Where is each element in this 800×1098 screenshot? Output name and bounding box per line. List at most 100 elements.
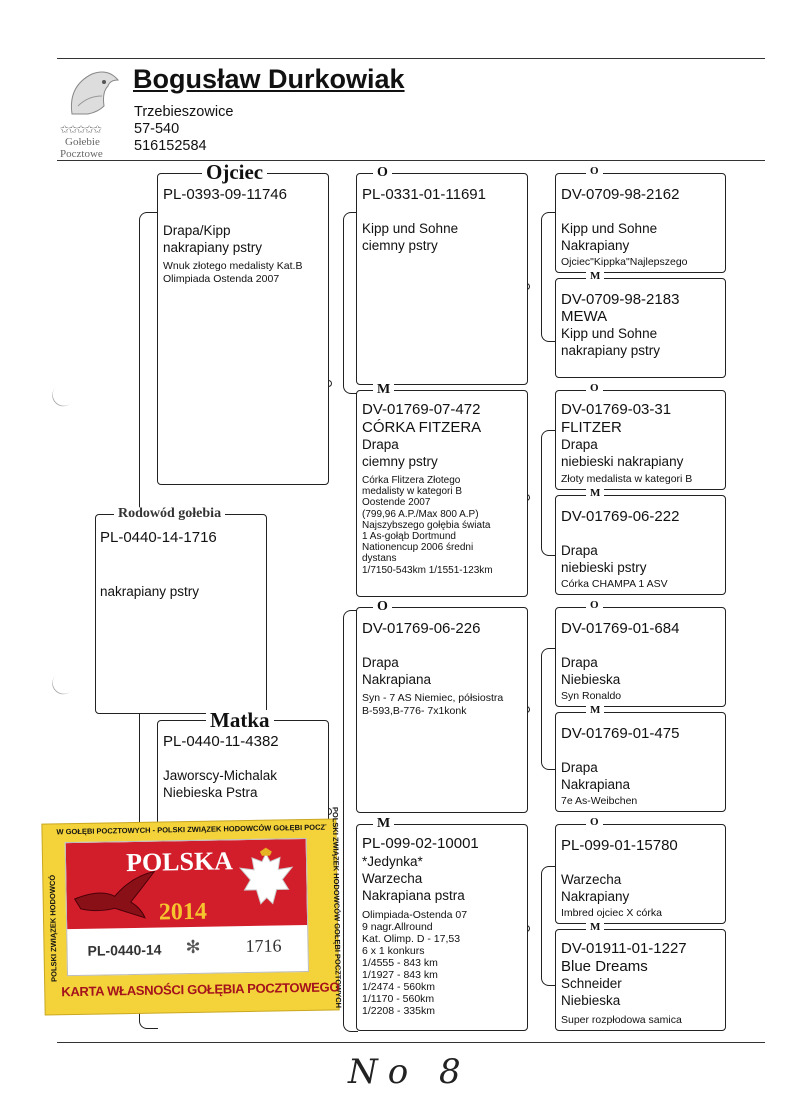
mm-note: 1/1170 - 560km bbox=[362, 993, 467, 1005]
ffm-title: M bbox=[586, 271, 604, 282]
mmm-details: Blue Dreams Schneider Niebieska bbox=[561, 958, 648, 1009]
mother-title: Matka bbox=[206, 710, 274, 731]
mm-note: 1/4555 - 843 km bbox=[362, 957, 467, 969]
ffm-line: nakrapiany pstry bbox=[561, 342, 660, 359]
mf-ring: DV-01769-06-226 bbox=[362, 620, 480, 638]
fmf-details: FLITZER Drapa niebieski nakrapiany bbox=[561, 419, 683, 470]
mf-title: O bbox=[373, 600, 392, 614]
pigeon-head-logo-icon bbox=[58, 66, 130, 118]
fm-ring: DV-01769-07-472 bbox=[362, 401, 480, 419]
card-year: 2014 bbox=[159, 899, 207, 927]
fff-card: O DV-0709-98-2162 Kipp und Sohne Nakrapi… bbox=[555, 173, 726, 273]
fff-title: O bbox=[586, 166, 603, 177]
ff-title: O bbox=[373, 166, 392, 180]
mmm-ring: DV-01911-01-1227 bbox=[561, 940, 687, 958]
fm-card: M DV-01769-07-472 CÓRKA FITZERA Drapa ci… bbox=[356, 390, 528, 597]
card-country: POLSKA bbox=[126, 846, 233, 878]
mm-note: 9 nagr.Allround bbox=[362, 921, 467, 933]
fm-line: ciemny pstry bbox=[362, 453, 481, 470]
fmm-line: niebieski pstry bbox=[561, 559, 647, 576]
father-ring: PL-0393-09-11746 bbox=[163, 186, 287, 204]
fmf-ring: DV-01769-03-31 bbox=[561, 401, 671, 419]
card-arc-text: W GOŁĘBI POCZTOWYCH - POLSKI ZWIĄZEK HOD… bbox=[56, 823, 326, 837]
mm-note: 6 x 1 konkurs bbox=[362, 945, 467, 957]
fm-note: (799,96 A.P./Max 800 A.P) bbox=[362, 509, 493, 520]
fff-line: Nakrapiany bbox=[561, 237, 657, 254]
handwritten-note: No 8 bbox=[348, 1052, 471, 1092]
card-inner: POLSKA 2014 PL-0440-14 ✻ 1716 bbox=[65, 838, 309, 976]
mm-line: Warzecha bbox=[362, 870, 465, 887]
mfm-line: Nakrapiana bbox=[561, 776, 630, 793]
mmf-card: O PL-099-01-15780 Warzecha Nakrapiany Im… bbox=[555, 824, 726, 924]
mff-details: Drapa Niebieska bbox=[561, 654, 620, 688]
mm-note: Kat. Olimp. D - 17,53 bbox=[362, 933, 467, 945]
white-eagle-icon bbox=[236, 845, 297, 918]
mm-line: *Jedynka* bbox=[362, 853, 465, 870]
logo-text-2: Pocztowe bbox=[60, 148, 130, 160]
owner-postal: 57-540 bbox=[134, 121, 179, 137]
mf-card: O DV-01769-06-226 Drapa Nakrapiana Syn -… bbox=[356, 607, 528, 813]
mother-ring: PL-0440-11-4382 bbox=[163, 733, 279, 751]
mfm-line: Drapa bbox=[561, 759, 630, 776]
mother-line: Niebieska Pstra bbox=[163, 784, 277, 801]
mother-details: Jaworscy-Michalak Niebieska Pstra bbox=[163, 767, 277, 801]
fm-line: Drapa bbox=[362, 436, 481, 453]
mf-line: Nakrapiana bbox=[362, 671, 431, 688]
mmm-card: M DV-01911-01-1227 Blue Dreams Schneider… bbox=[555, 929, 726, 1031]
mmf-title: O bbox=[586, 817, 603, 828]
fmf-line: Drapa bbox=[561, 436, 683, 453]
mf-details: Drapa Nakrapiana bbox=[362, 654, 431, 688]
connector-mf bbox=[541, 648, 556, 770]
mm-title: M bbox=[373, 817, 394, 831]
father-note: Olimpiada Ostenda 2007 bbox=[163, 273, 302, 286]
fmm-line: Drapa bbox=[561, 542, 647, 559]
binder-hole-bottom bbox=[48, 667, 80, 699]
mff-ring: DV-01769-01-684 bbox=[561, 620, 679, 638]
mff-line: Niebieska bbox=[561, 671, 620, 688]
fm-details: CÓRKA FITZERA Drapa ciemny pstry bbox=[362, 419, 481, 470]
mmf-line: Warzecha bbox=[561, 871, 629, 888]
top-rule bbox=[57, 58, 765, 59]
fmm-ring: DV-01769-06-222 bbox=[561, 508, 679, 526]
ff-line: Kipp und Sohne bbox=[362, 220, 458, 237]
owner-name: Bogusław Durkowiak bbox=[133, 64, 405, 95]
mm-line: Nakrapiana pstra bbox=[362, 887, 465, 904]
logo: ✩✩✩✩✩ Gołebie Pocztowe bbox=[58, 66, 130, 158]
mf-note: B-593,B-776- 7x1konk bbox=[362, 705, 503, 718]
mm-note: 1/1927 - 843 km bbox=[362, 969, 467, 981]
connector-fm bbox=[541, 430, 556, 556]
owner-city: Trzebieszowice bbox=[134, 104, 233, 120]
connector-mm bbox=[541, 866, 556, 986]
fmf-card: O DV-01769-03-31 FLITZER Drapa niebieski… bbox=[555, 390, 726, 490]
mmm-line: Schneider bbox=[561, 975, 648, 992]
ff-card: O PL-0331-01-11691 Kipp und Sohne ciemny… bbox=[356, 173, 528, 385]
mm-notes: Olimpiada-Ostenda 07 9 nagr.Allround Kat… bbox=[362, 909, 467, 1017]
fff-line: Kipp und Sohne bbox=[561, 220, 657, 237]
fm-line: CÓRKA FITZERA bbox=[362, 419, 481, 436]
mfm-details: Drapa Nakrapiana bbox=[561, 759, 630, 793]
bottom-rule bbox=[57, 1042, 765, 1043]
logo-stars: ✩✩✩✩✩ bbox=[60, 123, 130, 136]
fm-title: M bbox=[373, 383, 394, 397]
mfm-card: M DV-01769-01-475 Drapa Nakrapiana 7e As… bbox=[555, 712, 726, 812]
card-footer: KARTA WŁASNOŚCI GOŁĘBIA POCZTOWEGO bbox=[61, 980, 326, 1000]
mmf-line: Nakrapiany bbox=[561, 888, 629, 905]
card-ring-text: PL-0440-14 bbox=[87, 942, 161, 959]
fm-note: dystans bbox=[362, 553, 493, 564]
mff-note: Syn Ronaldo bbox=[561, 690, 621, 703]
mm-note: 1/2208 - 335km bbox=[362, 1005, 467, 1017]
father-line: nakrapiany pstry bbox=[163, 239, 262, 256]
fm-note: Nationencup 2006 średni bbox=[362, 542, 493, 553]
mff-card: O DV-01769-01-684 Drapa Niebieska Syn Ro… bbox=[555, 607, 726, 707]
fff-details: Kipp und Sohne Nakrapiany bbox=[561, 220, 657, 254]
fmm-details: Drapa niebieski pstry bbox=[561, 542, 647, 576]
mm-ring: PL-099-02-10001 bbox=[362, 835, 479, 853]
card-left-text: POLSKI ZWIĄZEK HODOWCÓ bbox=[47, 852, 58, 982]
ffm-ring: DV-0709-98-2183 bbox=[561, 291, 679, 309]
pigeon-ring: PL-0440-14-1716 bbox=[100, 529, 217, 547]
fm-note: 1/7150-543km 1/1551-123km bbox=[362, 565, 493, 576]
header-rule bbox=[57, 160, 765, 161]
mmm-line: Niebieska bbox=[561, 992, 648, 1009]
mf-line: Drapa bbox=[362, 654, 431, 671]
fmf-line: FLITZER bbox=[561, 419, 683, 436]
